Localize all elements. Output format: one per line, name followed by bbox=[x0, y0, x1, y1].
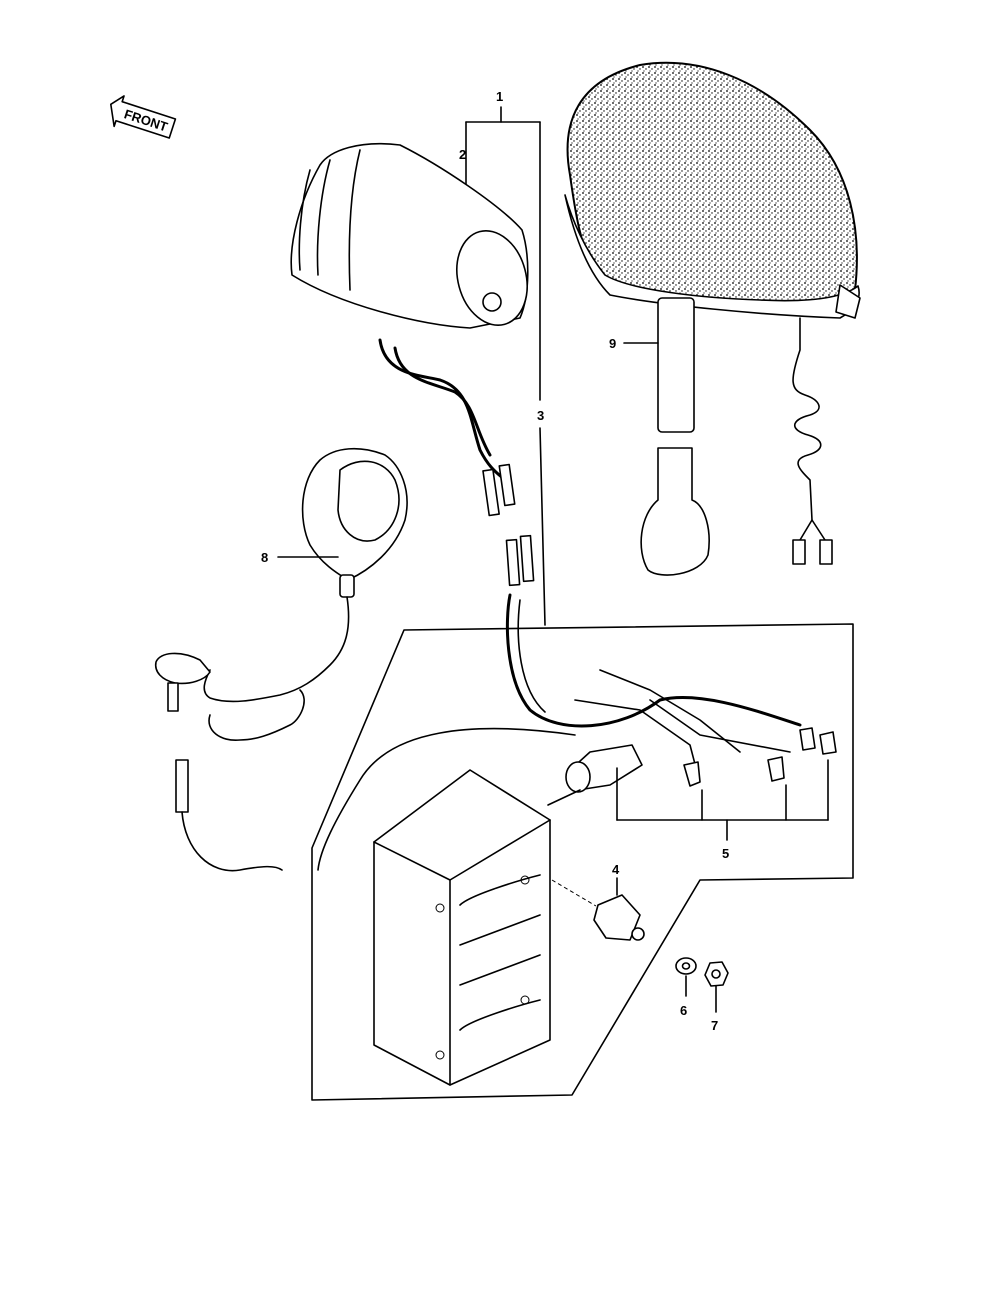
callout-4: 4 bbox=[612, 862, 620, 877]
switch bbox=[551, 877, 645, 941]
callout-3: 3 bbox=[537, 408, 544, 423]
wiring-harness bbox=[317, 534, 837, 871]
assembly-outline bbox=[311, 623, 854, 1101]
callout-7: 7 bbox=[711, 1018, 718, 1033]
speaker bbox=[290, 142, 529, 517]
callout-5-bracket bbox=[616, 759, 829, 841]
nut bbox=[704, 961, 729, 1013]
callout-8: 8 bbox=[261, 550, 268, 565]
callout-1: 1 bbox=[496, 89, 503, 104]
microphone bbox=[154, 447, 408, 872]
callout-1-bracket bbox=[465, 106, 546, 626]
callout-6: 6 bbox=[680, 1003, 687, 1018]
control-box bbox=[373, 769, 551, 1086]
beacon-light bbox=[564, 61, 861, 576]
front-direction-arrow: FRONT bbox=[110, 95, 177, 139]
callout-2: 2 bbox=[459, 147, 466, 162]
callout-5: 5 bbox=[722, 846, 729, 861]
washer bbox=[675, 957, 697, 997]
callout-9: 9 bbox=[609, 336, 616, 351]
